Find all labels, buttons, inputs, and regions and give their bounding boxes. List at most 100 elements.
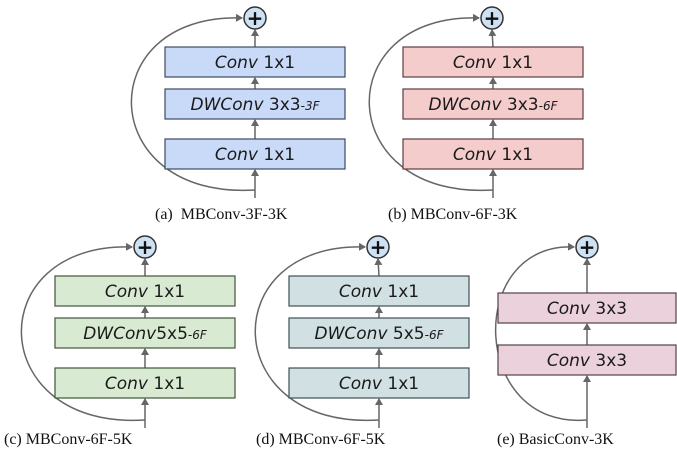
layer-box: Conv 3x3	[497, 292, 677, 324]
block-caption: (e) BasicConv-3K	[497, 431, 614, 448]
layer-kernel: 3x3	[264, 95, 301, 115]
layer-box: Conv 1x1	[164, 46, 346, 78]
skip-connection-arrow	[494, 242, 588, 421]
layer-op-name: Conv	[105, 282, 149, 302]
layer-op-name: Conv	[453, 53, 497, 73]
layer-box-rect	[164, 88, 346, 120]
layer-box: DWConv 3x3-3F	[164, 88, 346, 120]
layer-box: Conv 1x1	[54, 275, 236, 307]
layer-label: Conv 1x1	[105, 374, 185, 394]
skip-connection-arrow	[130, 13, 256, 191]
layer-kernel: 5x5	[156, 324, 188, 344]
layer-kernel: 1x1	[382, 374, 419, 394]
layer-box-rect	[164, 138, 346, 170]
layer-kernel: 1x1	[258, 53, 295, 73]
layer-expansion: -6F	[425, 328, 445, 342]
block-caption: (b) MBConv-6F-3K	[388, 206, 518, 223]
add-circle	[243, 6, 267, 30]
layer-kernel: 1x1	[148, 282, 185, 302]
layer-box: Conv 3x3	[497, 344, 677, 376]
layer-op-name: Conv	[453, 145, 497, 165]
layer-label: Conv 3x3	[547, 299, 627, 319]
add-circle	[480, 6, 504, 30]
layer-label: Conv 1x1	[453, 53, 533, 73]
layer-box-rect	[402, 46, 584, 78]
layer-box-rect	[164, 46, 346, 78]
layer-label: Conv 1x1	[215, 145, 295, 165]
layer-label: Conv 1x1	[339, 282, 419, 302]
layer-op-name: Conv	[105, 374, 149, 394]
layer-box-rect	[288, 367, 470, 399]
layer-box-rect	[402, 138, 584, 170]
layer-kernel: 3x3	[502, 95, 539, 115]
layer-kernel: 1x1	[382, 282, 419, 302]
layer-kernel: 1x1	[496, 53, 533, 73]
add-symbol: +	[484, 6, 501, 30]
layer-box-rect	[54, 367, 236, 399]
layer-box-rect	[497, 292, 677, 324]
layer-label: Conv 1x1	[105, 282, 185, 302]
skip-connection-arrow	[20, 242, 146, 421]
layer-box: DWConv5x5-6F	[54, 317, 236, 349]
layer-label: DWConv 5x5-6F	[315, 324, 445, 344]
add-symbol: +	[137, 235, 154, 259]
layer-box-rect	[497, 344, 677, 376]
layer-box: Conv 1x1	[402, 46, 584, 78]
block-caption: (a) MBConv-3F-3K	[155, 206, 288, 223]
layer-box: DWConv 3x3-6F	[402, 88, 584, 120]
layer-label: DWConv 3x3-6F	[429, 95, 559, 115]
layer-op-name: Conv	[339, 282, 383, 302]
layer-op-name: DWConv	[429, 95, 503, 115]
layer-op-name: DWConv	[191, 95, 265, 115]
to-adder-arrow	[488, 29, 497, 48]
layer-box-rect	[288, 317, 470, 349]
layer-op-name: DWConv	[315, 324, 389, 344]
layer-expansion: -6F	[188, 328, 208, 342]
layer-kernel: 3x3	[590, 299, 627, 319]
layer-op-name: Conv	[215, 145, 259, 165]
add-symbol: +	[579, 235, 596, 259]
layer-kernel: 1x1	[496, 145, 533, 165]
add-symbol: +	[247, 6, 264, 30]
block-caption: (c) MBConv-6F-5K	[4, 431, 133, 448]
layer-kernel: 3x3	[590, 351, 627, 371]
add-circle	[366, 235, 390, 259]
add-circle	[575, 235, 599, 259]
layer-expansion: -6F	[539, 99, 559, 113]
layer-box-rect	[54, 275, 236, 307]
add-circle	[133, 235, 157, 259]
add-symbol: +	[370, 235, 387, 259]
layer-op-name: Conv	[547, 351, 591, 371]
layer-kernel: 5x5	[388, 324, 425, 344]
layer-op-name: Conv	[215, 53, 259, 73]
layer-box: Conv 1x1	[164, 138, 346, 170]
layer-label: Conv 1x1	[453, 145, 533, 165]
layer-op-name: Conv	[547, 299, 591, 319]
layer-label: Conv 3x3	[547, 351, 627, 371]
layer-box: Conv 1x1	[288, 275, 470, 307]
layer-label: Conv 1x1	[215, 53, 295, 73]
layer-box-rect	[288, 275, 470, 307]
skip-connection-arrow	[368, 13, 494, 191]
layer-kernel: 1x1	[148, 374, 185, 394]
layer-label: DWConv 3x3-3F	[191, 95, 321, 115]
skip-connection-arrow	[254, 242, 380, 421]
layer-kernel: 1x1	[258, 145, 295, 165]
layer-expansion: -3F	[301, 99, 321, 113]
block-caption: (d) MBConv-6F-5K	[256, 431, 386, 448]
layer-box: DWConv 5x5-6F	[288, 317, 470, 349]
layer-op-name: Conv	[339, 374, 383, 394]
layer-label: Conv 1x1	[339, 374, 419, 394]
layer-op-name: DWConv	[83, 324, 157, 344]
to-adder-arrow	[374, 258, 383, 277]
layer-label: DWConv5x5-6F	[83, 324, 208, 344]
layer-box-rect	[54, 317, 236, 349]
layer-box: Conv 1x1	[402, 138, 584, 170]
layer-box: Conv 1x1	[54, 367, 236, 399]
